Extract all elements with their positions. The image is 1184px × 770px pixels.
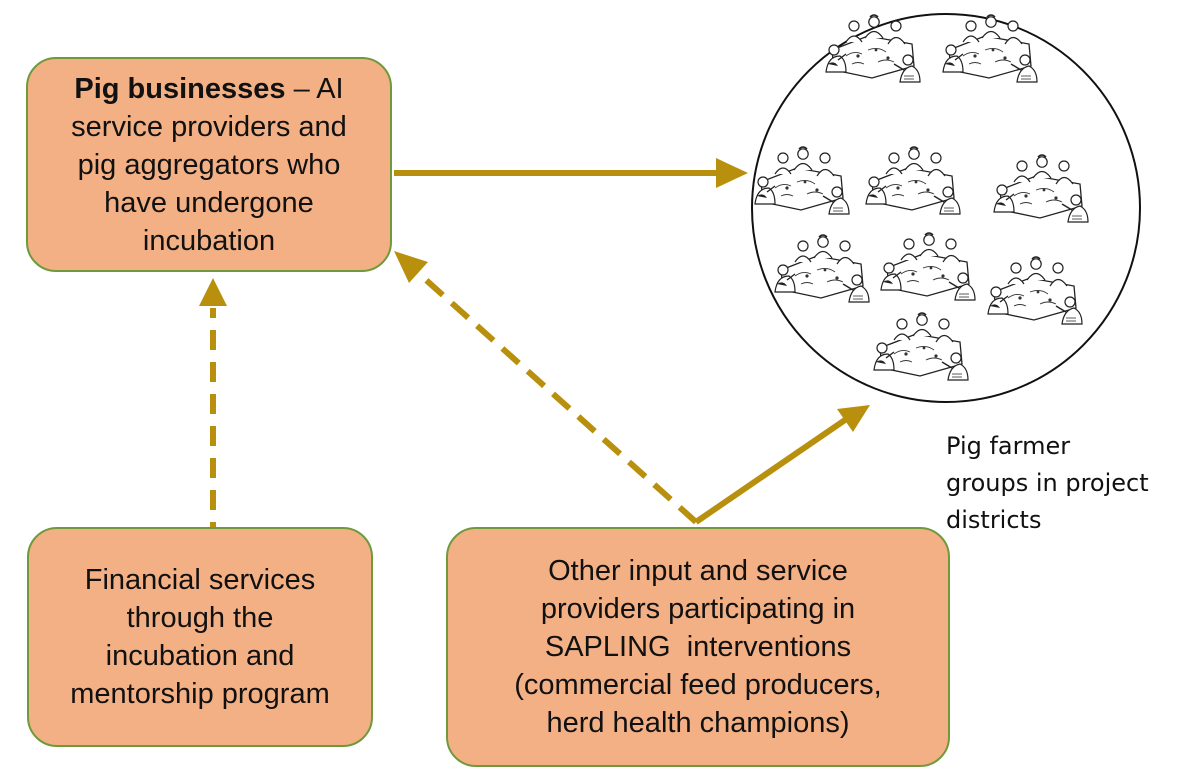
node-pig-businesses: Pig businesses – AI service providers an… [26, 57, 392, 272]
arrow-business-to-farmers [394, 158, 748, 188]
pig-businesses-line-1: Pig businesses – AI [71, 70, 347, 108]
farmer-groups-caption-line-3: districts [946, 506, 1042, 534]
pig-businesses-title: Pig businesses [74, 72, 286, 105]
pig-businesses-line-3: pig aggregators who [77, 148, 341, 181]
node-other-providers-text: Other input and service providers partic… [514, 552, 881, 742]
connector-arrows [199, 158, 870, 542]
farmer-groups-caption-line-2: groups in project [946, 469, 1149, 497]
financial-line-3: incubation and [105, 640, 295, 672]
financial-line-2: through the [126, 602, 274, 634]
other-providers-line-4: (commercial feed producers, [514, 669, 882, 701]
financial-line-4: mentorship program [70, 678, 330, 710]
node-pig-businesses-text: Pig businesses – AI service providers an… [71, 70, 347, 260]
arrow-providers-to-farmers [694, 405, 870, 525]
pig-businesses-line-4: have undergone [104, 186, 314, 219]
farmer-groups-caption: Pig farmer groups in project districts [946, 428, 1182, 539]
other-providers-line-2: providers participating in [540, 593, 856, 625]
node-financial-services-text: Financial services through the incubatio… [70, 561, 330, 713]
arrow-financial-to-business [199, 278, 227, 542]
financial-line-1: Financial services [84, 564, 316, 596]
pig-businesses-line-2: service providers and [71, 110, 347, 143]
other-providers-line-3: SAPLING interventions [544, 631, 852, 663]
other-providers-line-5: herd health champions) [546, 707, 850, 739]
arrow-providers-to-business [394, 251, 699, 525]
node-financial-services: Financial services through the incubatio… [27, 527, 373, 747]
node-other-providers: Other input and service providers partic… [446, 527, 950, 767]
pig-businesses-title-rest: – AI [285, 72, 344, 105]
other-providers-line-1: Other input and service [548, 555, 848, 587]
farmer-groups-caption-line-1: Pig farmer [946, 432, 1071, 460]
pig-businesses-line-5: incubation [142, 224, 276, 257]
